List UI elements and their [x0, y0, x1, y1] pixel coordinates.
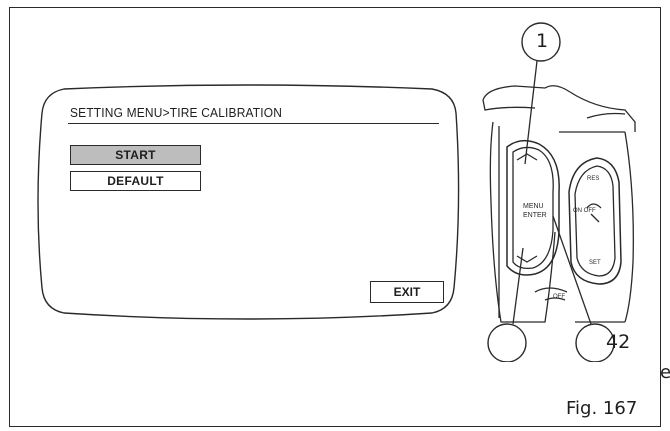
enter-text: ENTER [523, 212, 547, 219]
off-text: OFF [553, 294, 565, 300]
callout-number-1: 1 [536, 30, 549, 52]
callout-circle-1 [521, 22, 561, 62]
leader-line-bottom-left [512, 247, 524, 325]
handlebar-switch-illustration: MENU ENTER ON OFF RES SET OFF [482, 22, 636, 362]
callout-circle-bottom-left [487, 323, 527, 362]
figure-caption: Fig. 167 [566, 398, 638, 419]
callout-number-42: 42 [606, 331, 631, 353]
on-off-text: ON OFF [573, 208, 596, 214]
leader-line-2 [552, 215, 592, 325]
menu-breadcrumb: SETTING MENU>TIRE CALIBRATION [70, 105, 283, 120]
display-screen: SETTING MENU>TIRE CALIBRATION START DEFA… [34, 83, 462, 323]
res-text: RES [587, 176, 599, 182]
set-text: SET [589, 260, 601, 266]
leader-line-1 [524, 60, 538, 165]
figure-frame [9, 7, 661, 427]
exit-button[interactable]: EXIT [370, 281, 444, 303]
title-divider [68, 123, 439, 124]
start-button[interactable]: START [70, 145, 201, 165]
display-outline [37, 84, 460, 320]
menu-text: MENU [523, 203, 544, 210]
callout-circle-2 [575, 323, 615, 362]
edge-text-fragment: e [660, 362, 670, 383]
default-button[interactable]: DEFAULT [70, 171, 201, 191]
